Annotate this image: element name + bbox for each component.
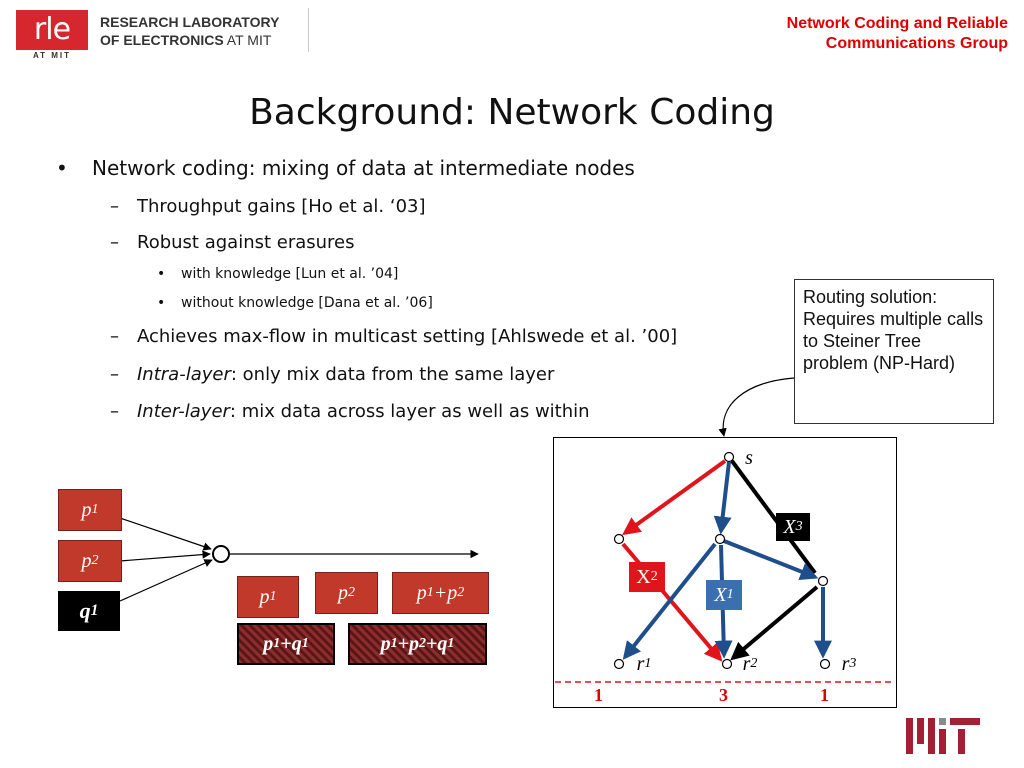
input-line-p2 <box>119 550 211 562</box>
bullet-max-flow: Achieves max-flow in multicast setting [… <box>137 326 678 347</box>
bullet-inter-layer: Inter-layer: mix data across layer as we… <box>137 401 590 422</box>
node-r2 <box>721 658 733 670</box>
node-d <box>817 575 829 587</box>
edge-d-r2 <box>730 585 819 661</box>
bullet-robust: Robust against erasures <box>137 232 355 253</box>
bullet-dot: • <box>56 156 68 180</box>
node-s <box>723 451 735 463</box>
slide-title: Background: Network Coding <box>249 92 775 133</box>
multicast-network <box>553 437 897 708</box>
bullet-throughput: Throughput gains [Ho et al. ‘03] <box>137 196 426 217</box>
callout-pointer <box>718 377 795 437</box>
rle-logo: rle <box>16 10 88 50</box>
mixing-node <box>212 545 230 563</box>
inter-layer-term: Inter-layer <box>137 401 230 422</box>
rate-r1: 1 <box>594 685 603 705</box>
sub-bullet-dot: • <box>157 266 166 282</box>
edge-b-r1 <box>622 542 717 660</box>
rate-r2: 3 <box>719 685 728 705</box>
lab-name-line2-bold: OF ELECTRONICS <box>100 32 224 48</box>
bullet-network-coding: Network coding: mixing of data at interm… <box>92 156 635 180</box>
node-a <box>613 533 625 545</box>
dash: – <box>110 326 119 347</box>
bullet-intra-layer: Intra-layer: only mix data from the same… <box>137 364 554 385</box>
dash: – <box>110 232 119 253</box>
rate-r3: 1 <box>820 685 829 705</box>
bullet-without-knowledge: without knowledge [Dana et al. ’06] <box>181 295 433 311</box>
edge-s-a <box>622 459 727 536</box>
edge-b-d <box>723 539 819 581</box>
mit-logo <box>906 718 980 754</box>
intra-layer-term: Intra-layer <box>137 364 231 385</box>
node-r3 <box>819 658 831 670</box>
lab-name-line2: OF ELECTRONICS AT MIT <box>100 32 271 48</box>
edge-s-b <box>713 461 732 535</box>
dash: – <box>110 364 119 385</box>
label-s: s <box>745 446 753 469</box>
lab-name-line1: RESEARCH LABORATORY <box>100 14 280 30</box>
input-line-q1 <box>119 559 213 602</box>
edge-s-d <box>730 459 817 575</box>
group-name-line2: Communications Group <box>825 35 1008 52</box>
node-b <box>714 533 726 545</box>
rle-logo-sub: AT MIT <box>32 51 72 60</box>
lab-name-line2-rest: AT MIT <box>223 32 272 48</box>
logo-divider <box>308 8 309 52</box>
group-name-line1: Network Coding and Reliable <box>786 15 1008 32</box>
sub-bullet-dot: • <box>157 295 166 311</box>
input-line-p1 <box>119 517 212 551</box>
bullet-with-knowledge: with knowledge [Lun et al. ’04] <box>181 266 399 282</box>
intra-layer-desc: : only mix data from the same layer <box>230 364 555 385</box>
dash: – <box>110 196 119 217</box>
label-x3: X13 <box>776 513 810 541</box>
inter-layer-desc: : mix data across layer as well as withi… <box>229 401 590 422</box>
node-r1 <box>613 658 625 670</box>
dash: – <box>110 401 119 422</box>
group-name: Network Coding and Reliable Communicatio… <box>787 14 1008 54</box>
routing-callout: Routing solution: Requires multiple call… <box>794 279 994 424</box>
